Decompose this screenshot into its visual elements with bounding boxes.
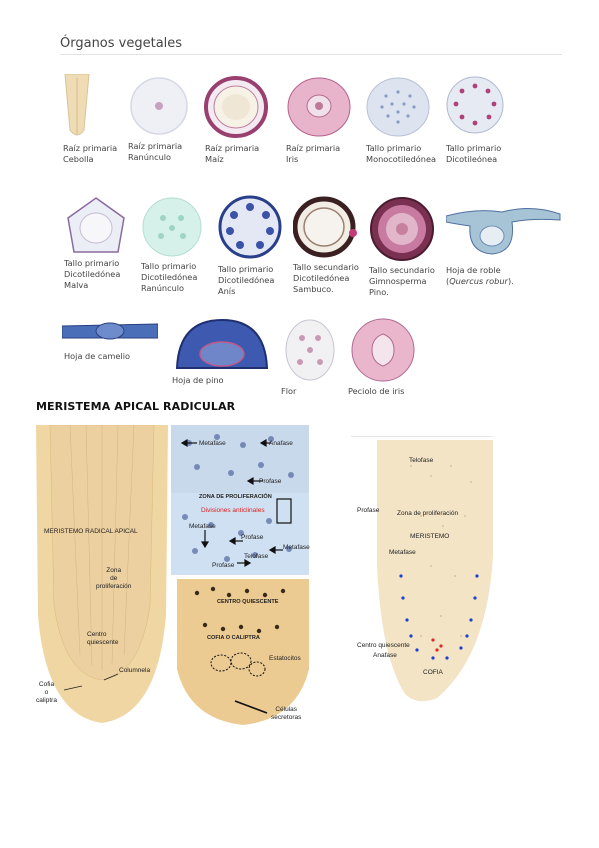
section-divider: [60, 54, 562, 55]
specimen-image-hoja-pino: [175, 318, 269, 370]
mitosis-arrows: [175, 438, 305, 573]
label-estatocitos: Estatocitos: [269, 655, 301, 662]
specimen-image-monocot-stem: [366, 76, 430, 138]
label-profase-right: Profase: [357, 507, 380, 514]
label-telofase-mid: Telofase: [244, 553, 269, 560]
caption-flor: Flor: [281, 386, 297, 396]
label-metafase-right: Metafase: [283, 544, 310, 551]
label-profase-mid: Profase: [241, 534, 264, 541]
label-centro-quiescente-right: Centro quiescente: [357, 642, 410, 649]
micrograph-cofia: [177, 579, 309, 725]
label-anafase-top: Anafase: [269, 440, 293, 447]
specimen-image-flor: [284, 318, 336, 382]
specimen-image-dicot-stem: [446, 76, 504, 134]
label-zona-proliferacion-right: Zona de proliferación: [397, 510, 459, 517]
caption-hoja-pino: Hoja de pino: [172, 375, 224, 385]
label-cofia-right: COFIA: [423, 669, 443, 676]
specimen-image-hoja-roble: [446, 198, 562, 256]
label-profase-top: Profase: [259, 478, 282, 485]
root-tip-image-right: [351, 436, 493, 706]
specimen-image-ranunculo-tallo: [141, 196, 203, 258]
specimen-image-peciolo-iris: [350, 318, 416, 382]
section-title: Órganos vegetales: [60, 36, 183, 51]
specimen-image-pino: [369, 196, 435, 262]
meristem-title: MERISTEMA APICAL RADICULAR: [36, 400, 236, 413]
label-profase-bottom: Profase: [212, 562, 235, 569]
label-metafase-right-root: Metafase: [389, 549, 416, 556]
specimen-image-malva: [64, 196, 128, 256]
label-zona-proliferacion-micro: ZONA DE PROLIFERACIÓN: [199, 494, 272, 500]
caption-camelio: Hoja de camelio: [64, 351, 130, 361]
label-centro-quiescente-micro: CENTRO QUIESCENTE: [217, 599, 279, 605]
caption-peciolo-iris: Peciolo de iris: [348, 386, 405, 396]
specimen-image-sambuco: [293, 196, 359, 258]
specimen-image-maiz: [204, 76, 268, 138]
micrograph-proliferation: [171, 425, 309, 575]
specimen-image-iris: [286, 76, 352, 138]
specimen-image-camelio: [62, 320, 158, 342]
label-divisiones: Divisiones anticlinales: [201, 507, 265, 514]
label-meristemo-radical: MERISTEMO RADICAL APICAL: [44, 528, 138, 535]
label-columnela: Columnela: [119, 667, 151, 674]
label-cofia-caliptra-micro: COFIA O CALIPTRA: [207, 635, 260, 641]
specimen-image-ranunculo-raiz: [129, 76, 189, 136]
root-tip-image-left: [30, 425, 172, 725]
label-meristemo-right: MERISTEMO: [410, 533, 450, 540]
label-metafase-top: Metafase: [199, 440, 226, 447]
specimen-image-anis: [218, 195, 282, 259]
label-metafase-mid: Metafase: [189, 523, 216, 530]
label-anafase-right: Anafase: [373, 652, 397, 659]
label-telofase-right: Telofase: [409, 457, 434, 464]
caption-hoja-roble: Hoja de roble (Quercus robur).: [446, 265, 514, 286]
left-pointer-lines: [60, 672, 130, 694]
specimen-image-cebolla: [62, 74, 92, 140]
